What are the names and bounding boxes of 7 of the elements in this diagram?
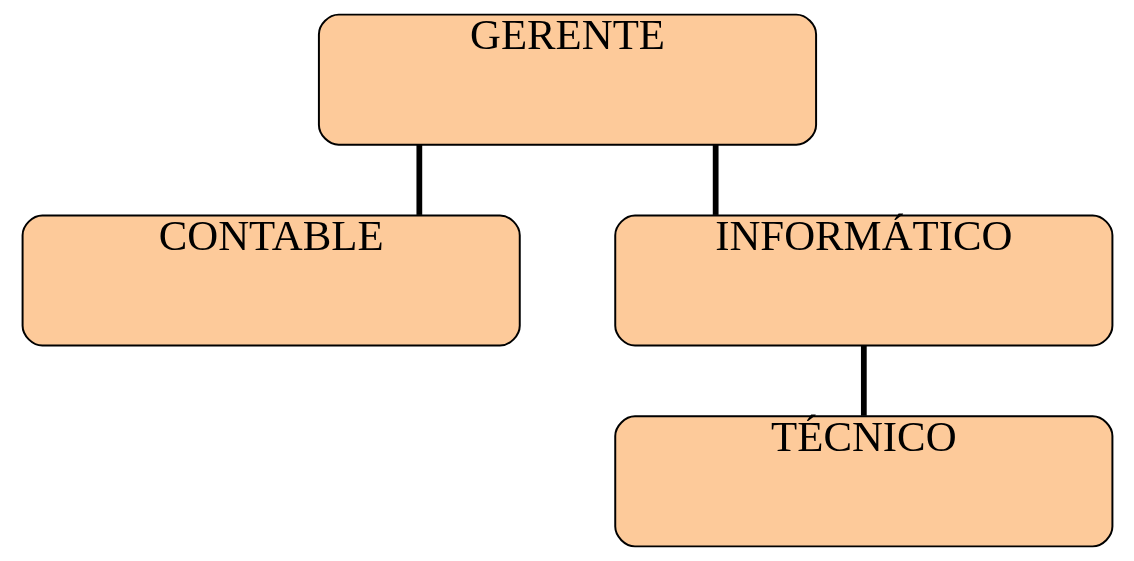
connector xyxy=(712,144,719,215)
connector xyxy=(415,144,422,215)
node-box: INFORMÁTICO xyxy=(613,214,1113,347)
node-box: CONTABLE xyxy=(21,214,521,347)
connector xyxy=(860,345,867,416)
node-box: GERENTE xyxy=(317,13,817,146)
node-box: TÉCNICO xyxy=(613,415,1113,548)
